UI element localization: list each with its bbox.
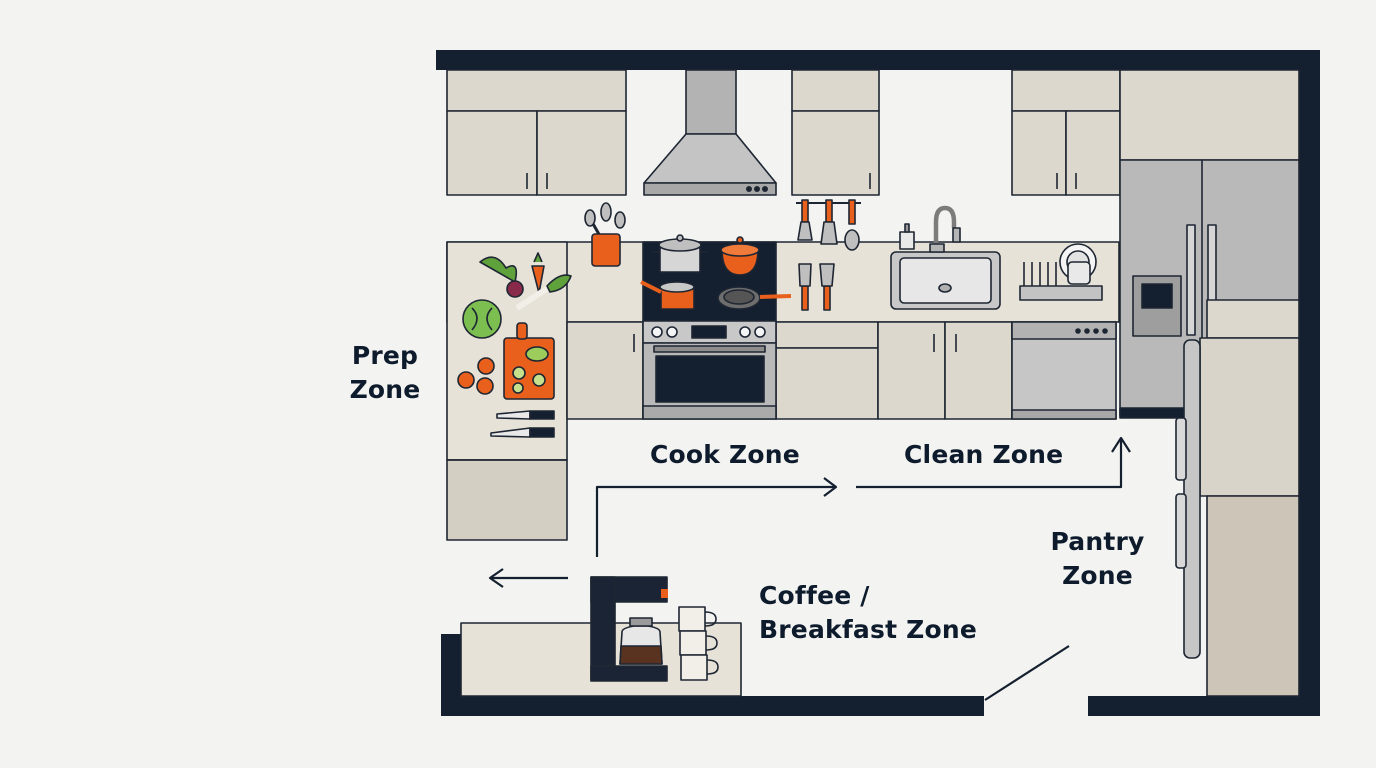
- vegetable-icon: [531, 252, 545, 294]
- arrow-icon: [595, 485, 835, 557]
- soap-dispenser-icon: [899, 223, 915, 250]
- pantry-pointer: [984, 645, 1070, 701]
- pantry-cabinet: [1175, 299, 1300, 697]
- prep-zone-label-line-2: Zone: [349, 375, 421, 404]
- vegetable-icon: [479, 256, 524, 298]
- pot-icon: [720, 236, 760, 276]
- walls: [436, 50, 1320, 716]
- utensil-rail: [796, 199, 861, 311]
- prep-zone-label-line-1: Prep: [351, 341, 419, 370]
- prep-zone-label: Prep Zone: [340, 339, 430, 407]
- range-hood-icon: [643, 69, 777, 196]
- dish-rack-icon: [1019, 243, 1103, 301]
- cutting-board-icon: [503, 322, 555, 400]
- left-wall-stub: [441, 634, 461, 716]
- arrow-icon: [856, 440, 1123, 489]
- sink-icon: [890, 251, 1001, 310]
- tomato-icons: [457, 357, 495, 395]
- mug-icon: [679, 630, 718, 656]
- flow-arrows: [488, 436, 1131, 701]
- pan-icon: [640, 280, 695, 310]
- clean-zone-label: Clean Zone: [904, 440, 1064, 469]
- mug-icon: [680, 654, 719, 681]
- coffee-breakfast-zone-label: Coffee / Breakfast Zone: [759, 579, 977, 647]
- lower-cabinets: [566, 321, 1013, 420]
- pan-icon: [717, 286, 792, 310]
- faucet-icon: [929, 205, 961, 253]
- arrow-icon: [488, 568, 504, 588]
- arrow-icon: [823, 477, 838, 497]
- mug-icon: [678, 606, 717, 632]
- coffee-zone-label-line-1: Coffee /: [759, 581, 870, 610]
- pantry-zone-label: Pantry Zone: [1040, 525, 1155, 593]
- dishwasher-icon: [1011, 321, 1117, 420]
- right-wall: [1299, 50, 1320, 716]
- bottom-wall-right: [1088, 696, 1320, 716]
- pantry-zone-label-line-2: Zone: [1062, 561, 1133, 590]
- bottom-wall-left: [441, 696, 984, 716]
- prep-base-cabinet: [446, 459, 568, 541]
- knife-icon: [490, 427, 555, 438]
- cook-zone-label: Cook Zone: [650, 440, 800, 469]
- vegetable-icon: [515, 274, 572, 311]
- top-wall: [436, 50, 1320, 70]
- pot-icon: [652, 234, 708, 273]
- tomato-icon: [476, 377, 494, 395]
- coffee-maker-icon: [590, 576, 668, 682]
- mug-stack: [678, 606, 719, 681]
- utensil-holder-icon: [584, 202, 626, 267]
- tomato-icon: [477, 357, 495, 375]
- tomato-icon: [457, 371, 475, 389]
- oven-icon: [642, 342, 777, 420]
- arrow-icon: [1111, 436, 1131, 453]
- pantry-zone-label-line-1: Pantry: [1050, 527, 1145, 556]
- coffee-zone-label-line-2: Breakfast Zone: [759, 615, 977, 644]
- vegetable-icon: [462, 299, 502, 339]
- knife-icon: [496, 410, 555, 420]
- upper-cabinets: [446, 69, 1300, 196]
